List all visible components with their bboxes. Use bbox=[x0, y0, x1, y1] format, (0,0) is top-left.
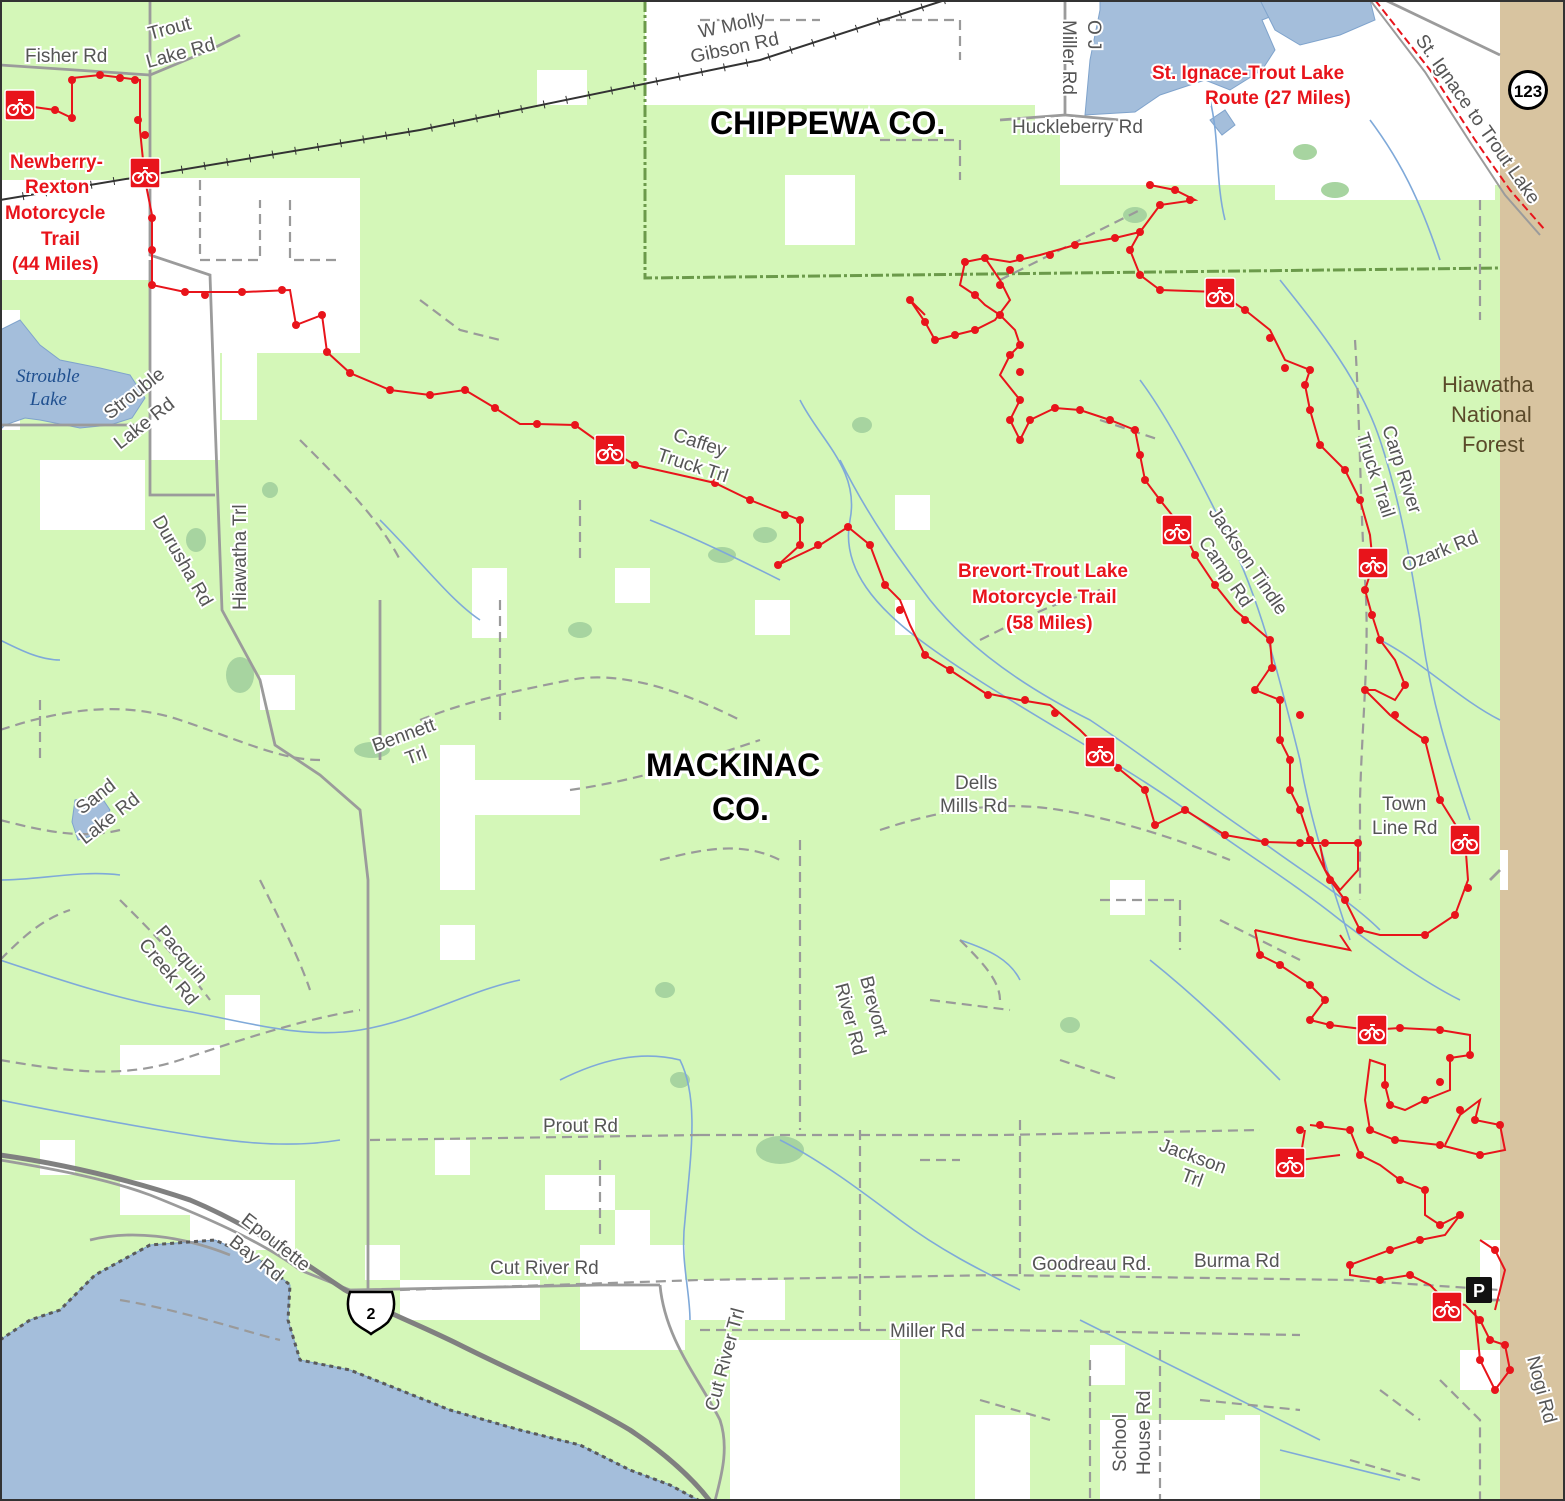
label-cut-river: Cut River Rd bbox=[490, 1258, 599, 1279]
small-ponds bbox=[186, 144, 1349, 1164]
label-strouble-lake-1: Strouble bbox=[16, 366, 80, 387]
label-forest-2: National bbox=[1451, 402, 1532, 427]
label-newberry-5: (44 Miles) bbox=[12, 254, 99, 275]
label-school-house-2: House Rd bbox=[1134, 1391, 1155, 1476]
label-hiawatha-trl: Hiawatha Trl bbox=[230, 504, 251, 610]
st-ignace-route-line bbox=[1374, 0, 1546, 231]
water-labels: Strouble Lake bbox=[16, 366, 80, 410]
paved-roads bbox=[0, 0, 1501, 1501]
forest-boundary-strip bbox=[1500, 0, 1565, 1501]
label-burma: Burma Rd bbox=[1194, 1251, 1280, 1272]
label-school-house-1: School bbox=[1110, 1414, 1131, 1472]
parking-icon: P bbox=[1466, 1277, 1492, 1303]
label-strouble-lake-2: Lake bbox=[29, 389, 67, 410]
trail-waypoints bbox=[51, 71, 1514, 1394]
water-bodies bbox=[0, 0, 1376, 1501]
label-chippewa-co: CHIPPEWA CO. bbox=[710, 105, 945, 141]
label-brevort-2: Motorcycle Trail bbox=[972, 587, 1117, 608]
unpaved-roads bbox=[0, 18, 1501, 1501]
label-newberry-4: Trail bbox=[41, 229, 80, 250]
label-huckleberry: Huckleberry Rd bbox=[1012, 117, 1143, 138]
label-forest-3: Forest bbox=[1462, 432, 1524, 457]
svg-text:123: 123 bbox=[1514, 82, 1542, 101]
shoreline bbox=[0, 1238, 701, 1501]
streams bbox=[0, 99, 1501, 1481]
svg-text:P: P bbox=[1473, 1281, 1485, 1301]
label-newberry-1: Newberry- bbox=[10, 152, 103, 173]
label-fisher-rd: Fisher Rd bbox=[25, 46, 107, 67]
label-oj-2: Miller Rd bbox=[1058, 20, 1079, 95]
label-oj-1: O J bbox=[1083, 20, 1104, 50]
label-st-ignace-2: Route (27 Miles) bbox=[1205, 88, 1351, 109]
forest-labels: Hiawatha National Forest bbox=[1442, 372, 1534, 457]
label-prout: Prout Rd bbox=[543, 1116, 618, 1137]
m-123-shield: 123 bbox=[1508, 70, 1548, 110]
label-st-ignace-1: St. Ignace-Trout Lake bbox=[1152, 63, 1344, 84]
label-dells-1: Dells bbox=[955, 773, 997, 794]
label-miller: Miller Rd bbox=[890, 1321, 965, 1342]
label-brevort-1: Brevort-Trout Lake bbox=[958, 561, 1128, 582]
label-mackinac: MACKINAC bbox=[646, 747, 820, 783]
label-newberry-3: Motorcycle bbox=[5, 203, 105, 224]
us-2-shield: 2 bbox=[346, 1290, 396, 1336]
label-goodreau: Goodreau Rd. bbox=[1032, 1254, 1151, 1275]
label-newberry-2: Rexton bbox=[25, 177, 89, 198]
label-dells-2: Mills Rd bbox=[940, 796, 1008, 817]
svg-text:2: 2 bbox=[367, 1306, 376, 1323]
forest-strip-white bbox=[1500, 850, 1508, 890]
trail-labels: Newberry- Rexton Motorcycle Trail (44 Mi… bbox=[3, 61, 1353, 636]
motorcycle-markers bbox=[4, 89, 1481, 1323]
county-labels: CHIPPEWA CO. MACKINAC CO. bbox=[643, 102, 948, 830]
label-mackinac-co: CO. bbox=[712, 791, 769, 827]
county-line bbox=[643, 0, 1501, 280]
label-forest-1: Hiawatha bbox=[1442, 372, 1534, 397]
label-town-line-2: Line Rd bbox=[1372, 818, 1438, 839]
label-town-line-1: Town bbox=[1382, 794, 1426, 815]
railroad bbox=[0, 0, 947, 204]
label-brevort-3: (58 Miles) bbox=[1006, 613, 1093, 634]
